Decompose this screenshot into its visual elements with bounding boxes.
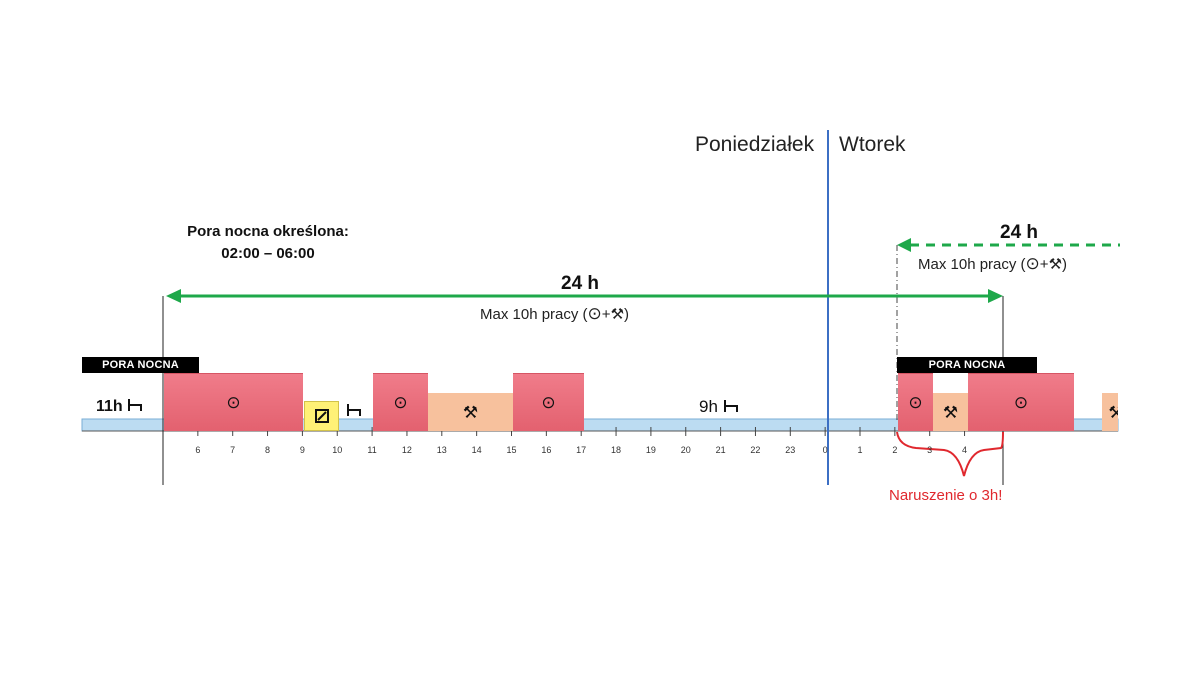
span-arrow-second-head [897, 238, 911, 252]
hammers-icon: ⚒ [610, 306, 625, 323]
tick-label: 9 [299, 445, 305, 455]
span-main-note: Max 10h pracy (⊙+⚒) [480, 304, 629, 324]
tick-label: 22 [750, 445, 761, 455]
tick-label: 23 [785, 445, 796, 455]
plus-sign: + [601, 306, 611, 323]
tick-label: 6 [195, 445, 201, 455]
work-block: ⚒ [428, 393, 513, 431]
tick-label: 17 [576, 445, 587, 455]
span-second-title: 24 h [1000, 222, 1039, 243]
violation-brace [896, 431, 1004, 477]
tick-label: 12 [401, 445, 412, 455]
span-second-note-suffix: ) [1062, 256, 1068, 273]
tick-label: 11 [367, 445, 377, 455]
steering-wheel-icon: ⊙ [393, 393, 408, 412]
work-block: ⚒ [1102, 393, 1118, 431]
night-definition-line2: 02:00 – 06:00 [221, 245, 315, 262]
rest-label-before: 11h [96, 398, 143, 416]
tick-label: 8 [265, 445, 271, 455]
tick-label: 14 [471, 445, 482, 455]
night-definition: Pora nocna określona: 02:00 – 06:00 [168, 221, 368, 265]
tick-label: 4 [962, 445, 968, 455]
day-label-monday: Poniedziałek [695, 133, 815, 156]
tick-label: 20 [680, 445, 691, 455]
bed-icon [723, 400, 738, 412]
driving-block: ⊙ [898, 373, 933, 431]
steering-wheel-icon: ⊙ [541, 393, 556, 412]
driving-block: ⊙ [968, 373, 1074, 431]
rest-duration: 9h [699, 397, 718, 416]
hammers-icon: ⚒ [1108, 402, 1118, 422]
night-definition-line1: Pora nocna określona: [187, 223, 349, 240]
steering-wheel-icon: ⊙ [908, 393, 923, 412]
hammers-icon: ⚒ [462, 402, 479, 422]
span-arrow-right-head [988, 289, 1003, 303]
night-badge-left: PORA NOCNA [82, 357, 199, 373]
steering-wheel-icon: ⊙ [587, 304, 602, 323]
bed-icon [343, 400, 365, 420]
day-label-tuesday: Wtorek [839, 133, 906, 156]
driving-block: ⊙ [513, 373, 584, 431]
span-main-note-suffix: ) [624, 306, 630, 323]
tick-label: 3 [927, 445, 933, 455]
span-arrow-left-head [166, 289, 181, 303]
tick-label: 13 [436, 445, 447, 455]
tick-label: 18 [611, 445, 622, 455]
driving-block: ⊙ [164, 373, 303, 431]
steering-wheel-icon: ⊙ [1025, 254, 1040, 273]
hammers-icon: ⚒ [1048, 256, 1063, 273]
steering-wheel-icon: ⊙ [226, 393, 241, 412]
hammers-icon: ⚒ [942, 402, 959, 422]
plus-sign: + [1039, 256, 1049, 273]
tick-label: 7 [230, 445, 236, 455]
span-main-title: 24 h [561, 273, 600, 294]
span-main-note-prefix: Max 10h pracy ( [480, 306, 588, 323]
bed-icon [128, 399, 143, 411]
night-badge-right: PORA NOCNA [897, 357, 1037, 373]
tick-label: 15 [506, 445, 517, 455]
span-second-note-prefix: Max 10h pracy ( [918, 256, 1026, 273]
violation-label: Naruszenie o 3h! [889, 487, 1003, 504]
tick-label: 1 [857, 445, 863, 455]
span-second-note: Max 10h pracy (⊙+⚒) [918, 254, 1067, 274]
tick-label: 19 [645, 445, 656, 455]
rest-label-middle: 9h [699, 397, 739, 417]
work-block: ⚒ [933, 393, 968, 431]
tick-label: 0 [822, 445, 828, 455]
tick-label: 21 [715, 445, 726, 455]
availability-box-icon [305, 402, 338, 430]
tick-label: 2 [892, 445, 898, 455]
availability-block [304, 401, 339, 431]
tick-label: 16 [541, 445, 552, 455]
tick-label: 10 [332, 445, 343, 455]
driving-block: ⊙ [373, 373, 428, 431]
rest-duration: 11h [96, 398, 123, 415]
steering-wheel-icon: ⊙ [1013, 393, 1029, 412]
